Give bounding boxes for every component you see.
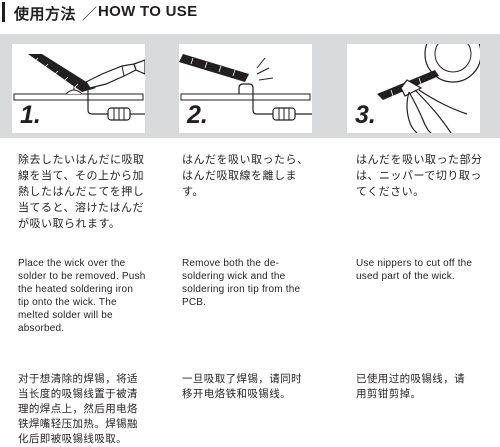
step-2-illustration: 2. [179,44,312,133]
step-2-diagram [179,54,312,121]
header-title-en: HOW TO USE [98,3,198,20]
header-accent-bar [2,2,5,22]
step-2-text-zh: 一旦吸取了焊锡，请同时移开电烙铁和吸锡线。 [182,373,302,400]
step-1-text-zh: 对于想清除的焊锡，将适当长度的吸锡线置于被清理的焊点上，然后用电烙铁焊嘴轻压加热… [18,373,138,445]
section-header: 使用方法 ／ HOW TO USE [0,0,500,26]
header-title-jp: 使用方法 [14,5,77,23]
step-1-text-en: Place the wick over the solder to be rem… [18,258,146,334]
step-2-text-ja: はんだを吸い取ったら、はんだ吸取線を離します。 [182,153,309,198]
header-divider-slash: ／ [82,5,98,23]
step-3-text-en: Use nippers to cut off the used part of … [356,258,473,282]
step-1-number: 1. [20,101,41,129]
step-3-illustration: 3. [347,44,480,133]
step-3-diagram [377,44,480,133]
step-1-text-ja: 除去したいはんだに吸取線を当て、その上から加熱したはんだこてを押し当てると、溶け… [18,153,145,230]
step-3-text-zh: 已使用过的吸锡线，请用剪钳剪掉。 [356,373,465,400]
step-3-number: 3. [355,101,376,129]
step-2-text-en: Remove both the de-soldering wick and th… [182,258,301,308]
step-2-number: 2. [187,101,208,129]
step-1-illustration: 1. [12,44,145,133]
step-3-text-ja: はんだを吸い取った部分は、ニッパーで切り取ってください。 [356,153,483,198]
step-1-diagram [13,54,145,121]
